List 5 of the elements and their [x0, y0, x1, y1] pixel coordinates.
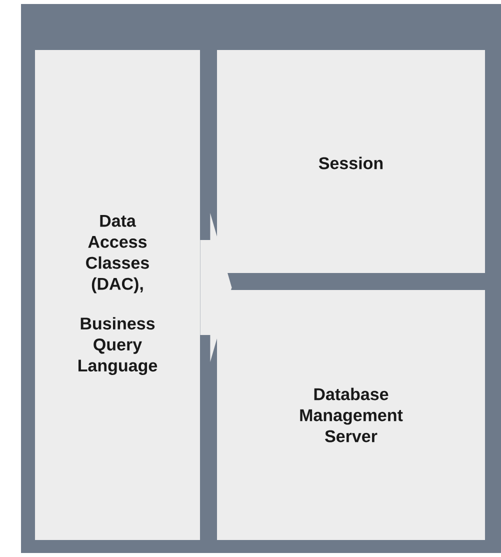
block-arrow [200, 213, 232, 288]
process-box: Database Management Server [217, 290, 485, 540]
block-arrow [200, 287, 232, 362]
process-box: Data Access Classes (DAC), Business Query Language [35, 50, 200, 540]
process-box: Session [217, 50, 485, 273]
